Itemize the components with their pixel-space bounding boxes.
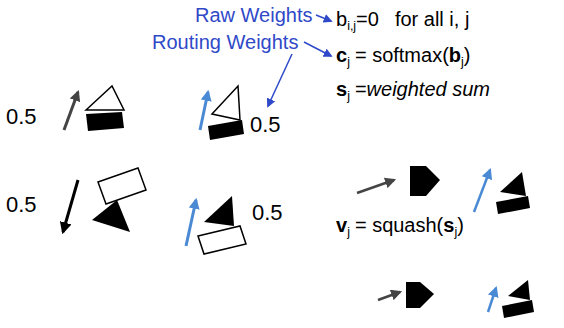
formula: s	[336, 78, 347, 101]
roof-triangle	[86, 86, 124, 110]
leader-line	[316, 15, 331, 21]
formula: =	[355, 78, 367, 101]
formula: b	[449, 44, 461, 67]
formula: c	[336, 44, 347, 67]
leader-line	[268, 54, 292, 106]
weight-value-line: 0.5	[250, 112, 281, 138]
subscript: j	[454, 225, 457, 239]
combined-shape	[496, 196, 530, 214]
combined-shape	[500, 172, 526, 196]
formula: weighted sum	[367, 78, 490, 101]
vector-arrow	[63, 180, 78, 232]
annotation-line: Raw Weights	[195, 4, 312, 27]
formula: = softmax(	[355, 44, 449, 67]
weight-value: 0.5	[6, 192, 37, 218]
vector-arrow	[186, 200, 196, 246]
annotation: Routing Weights	[152, 31, 298, 54]
roof-triangle	[212, 86, 240, 120]
subscript: j	[347, 89, 350, 103]
vector-arrow	[64, 92, 78, 130]
house-body	[86, 112, 124, 131]
formula-line: sj =weighted sum	[336, 78, 490, 103]
annotation-line: Routing Weights	[152, 31, 298, 54]
boat-sail	[204, 196, 234, 226]
formula: b	[336, 8, 347, 31]
formula-line: vj= squash(sj)	[336, 214, 464, 239]
formula: )	[457, 214, 464, 237]
annotation: Raw Weights	[195, 4, 312, 27]
vector-arrow	[357, 180, 394, 193]
vector-arrow	[474, 170, 490, 212]
boat-hull	[198, 226, 246, 254]
combined-shape	[410, 166, 440, 196]
weight-value-line: 0.5	[6, 192, 37, 218]
weight-value-line: 0.5	[252, 200, 283, 226]
house-body	[208, 120, 244, 140]
weight-value: 0.5	[252, 200, 283, 226]
weight-value-line: 0.5	[6, 104, 37, 130]
formula: s	[443, 214, 454, 237]
formula: v	[336, 214, 347, 237]
subscript: j	[461, 55, 464, 69]
weight-value: 0.5	[250, 112, 281, 138]
vector-arrow	[488, 288, 496, 312]
formula: )	[464, 44, 471, 67]
subscript: j	[347, 55, 350, 69]
leader-line	[304, 42, 331, 56]
vector-arrow	[378, 292, 400, 300]
formula: for all i, j	[395, 8, 469, 31]
formula-line: bi,j=0 for all i, j	[336, 8, 469, 33]
formula-line: cj= softmax(bj)	[336, 44, 470, 69]
formula: =0	[356, 8, 379, 31]
vector-arrow	[200, 92, 208, 130]
combined-shape	[406, 282, 434, 308]
subscript: i,j	[347, 19, 356, 33]
subscript: j	[347, 225, 350, 239]
combined-shape	[502, 300, 534, 318]
formula: = squash(	[355, 214, 443, 237]
combined-shape	[508, 280, 530, 300]
weight-value: 0.5	[6, 104, 37, 130]
boat-hull	[98, 168, 146, 204]
boat-sail	[92, 200, 130, 232]
